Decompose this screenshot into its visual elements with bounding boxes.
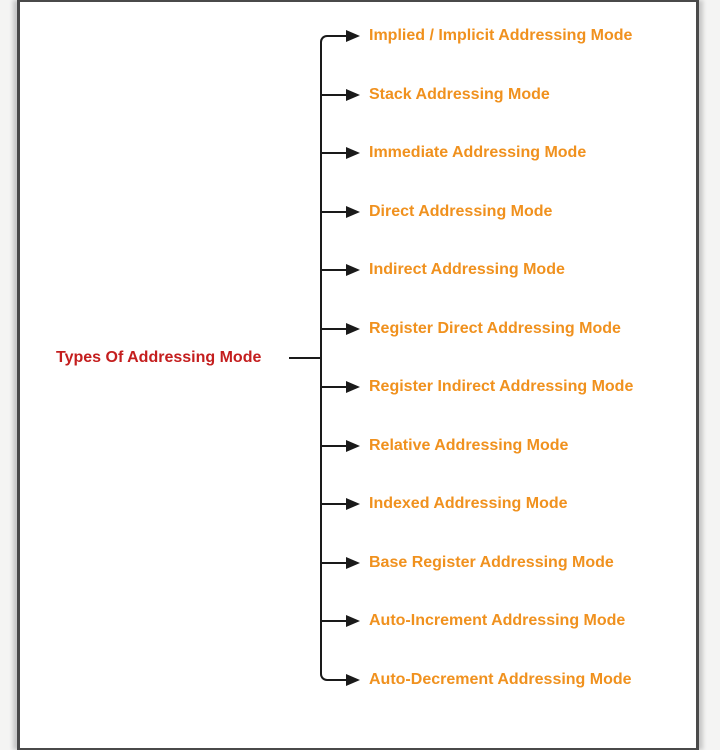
arrow-right-icon <box>346 89 360 101</box>
branch-line <box>321 386 348 388</box>
branch-label: Relative Addressing Mode <box>369 437 569 454</box>
branch-line <box>321 94 348 96</box>
branch-line <box>321 562 348 564</box>
arrow-right-icon <box>346 206 360 218</box>
arrow-right-icon <box>346 440 360 452</box>
branch-label: Base Register Addressing Mode <box>369 554 614 571</box>
root-node-label: Types Of Addressing Mode <box>56 349 262 366</box>
arrow-right-icon <box>346 264 360 276</box>
arrow-right-icon <box>346 381 360 393</box>
branch-label: Implied / Implicit Addressing Mode <box>369 27 633 44</box>
branch-line <box>321 152 348 154</box>
branch-label: Stack Addressing Mode <box>369 86 550 103</box>
arrow-right-icon <box>346 674 360 686</box>
arrow-right-icon <box>346 498 360 510</box>
branch-label: Direct Addressing Mode <box>369 203 553 220</box>
root-connector-line <box>289 357 321 359</box>
arrow-right-icon <box>346 615 360 627</box>
branch-label: Indexed Addressing Mode <box>369 495 568 512</box>
branch-line <box>321 328 348 330</box>
branch-label: Auto-Decrement Addressing Mode <box>369 671 632 688</box>
branch-label: Register Direct Addressing Mode <box>369 320 621 337</box>
branch-line <box>321 211 348 213</box>
branch-label: Indirect Addressing Mode <box>369 261 565 278</box>
tree-spine <box>320 35 348 681</box>
arrow-right-icon <box>346 557 360 569</box>
branch-line <box>321 445 348 447</box>
arrow-right-icon <box>346 30 360 42</box>
branch-label: Register Indirect Addressing Mode <box>369 378 634 395</box>
branch-line <box>321 269 348 271</box>
branch-line <box>321 620 348 622</box>
branch-label: Immediate Addressing Mode <box>369 144 587 161</box>
branch-label: Auto-Increment Addressing Mode <box>369 612 626 629</box>
arrow-right-icon <box>346 147 360 159</box>
arrow-right-icon <box>346 323 360 335</box>
branch-line <box>321 503 348 505</box>
